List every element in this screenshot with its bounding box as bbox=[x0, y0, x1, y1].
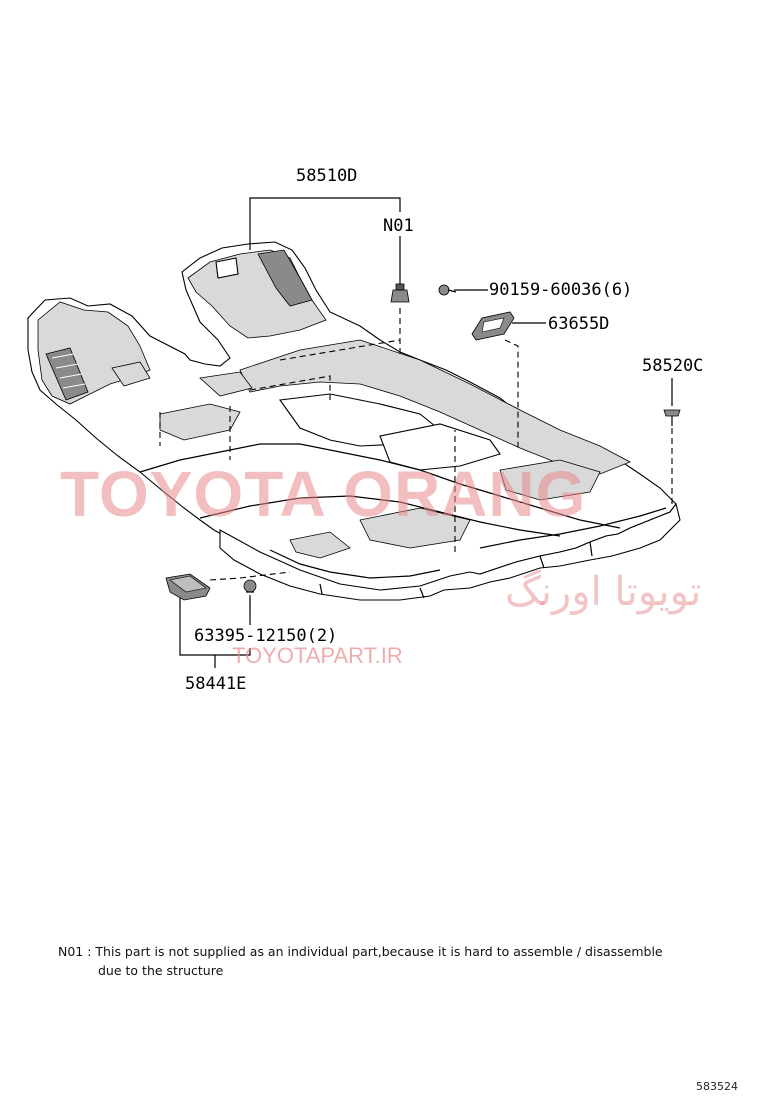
leader-lines bbox=[179, 197, 673, 668]
label-n01: N01 bbox=[383, 216, 414, 236]
label-63655d: 63655D bbox=[548, 314, 609, 334]
assembly-dashed-lines bbox=[159, 308, 673, 610]
part-screw bbox=[438, 284, 457, 296]
watermark-site: TOYOTAPART.IR bbox=[232, 643, 403, 668]
page-id: 583524 bbox=[696, 1080, 738, 1093]
part-clip-63395 bbox=[243, 579, 257, 593]
label-63395-12150: 63395-12150(2) bbox=[194, 626, 337, 646]
label-58441e: 58441E bbox=[185, 674, 246, 694]
part-cover-63655d bbox=[471, 311, 515, 341]
floor-carpet-assembly bbox=[27, 241, 681, 601]
label-90159-60036: 90159-60036(6) bbox=[489, 280, 632, 300]
part-plate-58441e bbox=[165, 573, 211, 601]
watermark-persian: تویوتا اورنگ bbox=[505, 569, 701, 615]
footnote-line-1: N01 : This part is not supplied as an in… bbox=[58, 944, 663, 959]
footnote-line-2: due to the structure bbox=[98, 963, 224, 978]
label-58520c: 58520C bbox=[642, 356, 703, 376]
label-58510d: 58510D bbox=[296, 166, 357, 186]
part-clip-58520c bbox=[663, 409, 681, 426]
part-n01-grommet bbox=[390, 283, 410, 303]
footnote: N01 : This part is not supplied as an in… bbox=[58, 942, 718, 980]
watermark-toyota-orang: TOYOTA ORANG bbox=[60, 458, 586, 530]
